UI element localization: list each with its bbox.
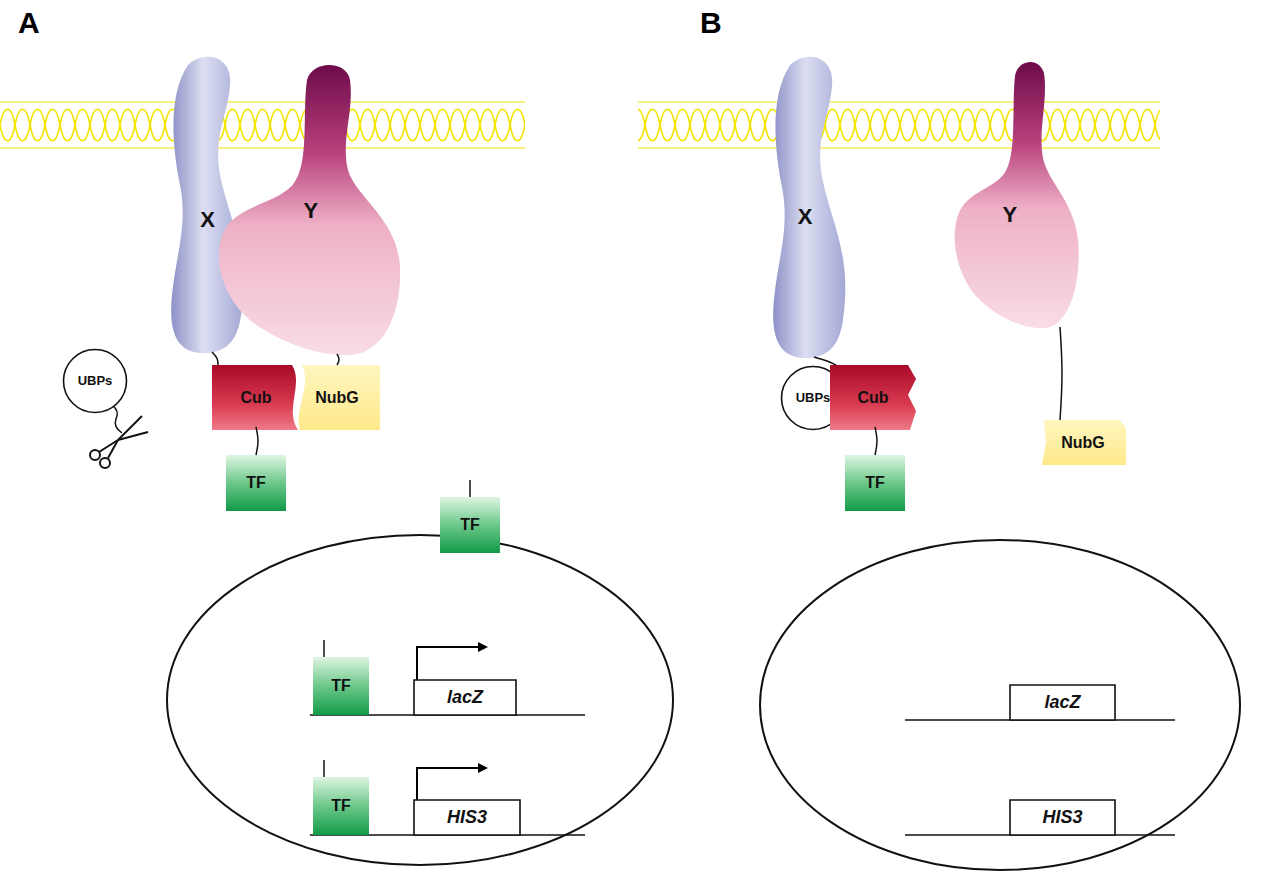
membrane-protein: X: [158, 55, 248, 355]
linker-line: [875, 427, 877, 455]
membrane-protein-shape: [171, 57, 243, 353]
node-text: HIS3: [1042, 808, 1082, 828]
ubiquitin-half: Cub: [830, 365, 916, 430]
membrane-bilayer: [638, 100, 1160, 150]
node-text: UBPs: [78, 374, 113, 388]
linker-line: [256, 427, 258, 455]
promoter-arrow: [417, 768, 480, 800]
node-text: TF: [460, 516, 480, 534]
node-text: Cub: [240, 389, 271, 407]
ubiquitin-half-shape: [830, 365, 916, 430]
ubiquitin-half: NubG: [294, 365, 380, 430]
node-label: Y: [303, 199, 318, 223]
node-label: Cub: [240, 389, 271, 407]
node-label: NubG: [315, 389, 359, 407]
linker-line: [337, 354, 339, 365]
transcription-factor: TF: [313, 657, 369, 715]
node-text: TF: [331, 677, 351, 695]
transcription-factor: TF: [440, 497, 500, 553]
reporter-gene: lacZ: [1010, 685, 1115, 720]
ubiquitin-half: Cub: [212, 365, 300, 430]
node-label: X: [798, 205, 813, 229]
node-text: lacZ: [1044, 693, 1080, 713]
membrane-protein: Y: [950, 62, 1080, 330]
reporter-gene: HIS3: [1010, 800, 1115, 835]
reporter-gene-shape: [414, 680, 516, 715]
membrane-protein: X: [760, 55, 850, 360]
node-label: UBPs: [78, 374, 113, 388]
linker-line: [814, 357, 836, 365]
transcription-factor: TF: [845, 455, 905, 511]
ubiquitin-half-shape: [212, 365, 298, 430]
node-text: TF: [246, 474, 266, 492]
node-label: HIS3: [1042, 808, 1082, 828]
node-text: HIS3: [447, 808, 487, 828]
node-label: Y: [1002, 203, 1017, 227]
node-text: TF: [331, 797, 351, 815]
node-label: NubG: [1061, 434, 1105, 452]
node-text: UBPs: [796, 391, 831, 405]
node-text: Y: [1002, 203, 1017, 227]
ubiquitin-half: NubG: [1040, 420, 1126, 465]
panel-letter: B: [700, 6, 722, 40]
membrane-protein: Y: [212, 65, 402, 357]
transcription-factor: TF: [226, 455, 286, 511]
node-text: TF: [865, 474, 885, 492]
node-text: NubG: [315, 389, 359, 407]
node-label: Cub: [857, 389, 888, 407]
transcription-factor-shape: [845, 455, 905, 511]
membrane-protein-outline: [158, 55, 248, 355]
transcription-factor-shape: [226, 455, 286, 511]
transcription-factor-shape: [440, 497, 500, 553]
factor-tail: [469, 480, 471, 497]
node-text: lacZ: [447, 688, 483, 708]
node-label: TF: [331, 797, 351, 815]
node-text: X: [200, 208, 215, 232]
node-label: TF: [246, 474, 266, 492]
linker-line: [1060, 327, 1062, 420]
reporter-gene: lacZ: [414, 680, 516, 715]
reporter-gene: HIS3: [414, 800, 520, 835]
transcription-factor: TF: [313, 777, 369, 835]
scissors-icon: [90, 416, 148, 468]
membrane-protein-outline: [950, 62, 1080, 330]
factor-tail: [323, 760, 325, 777]
linker-line: [212, 352, 218, 365]
node-label: lacZ: [1044, 693, 1080, 713]
membrane-protein-shape: [955, 62, 1079, 328]
node-label: TF: [331, 677, 351, 695]
node-text: Cub: [857, 389, 888, 407]
node-text: X: [798, 205, 813, 229]
node-label: UBPs: [796, 391, 831, 405]
reporter-gene-shape: [414, 800, 520, 835]
membrane-protein-shape: [773, 57, 845, 358]
reporter-gene-shape: [1010, 800, 1115, 835]
panel-letter: A: [18, 6, 40, 40]
transcription-factor-shape: [313, 657, 369, 715]
nucleus-outline: [167, 535, 673, 865]
membrane-protein-shape: [219, 65, 400, 355]
membrane-bilayer: [0, 100, 525, 150]
transcription-factor-shape: [313, 777, 369, 835]
ubiquitin-half-shape: [299, 365, 380, 430]
ubiquitin-half-shape: [1042, 420, 1126, 465]
enzyme-circle-shape: [64, 350, 127, 413]
promoter-arrow: [417, 647, 480, 680]
node-text: Y: [303, 199, 318, 223]
node-label: lacZ: [447, 688, 483, 708]
reporter-gene-shape: [1010, 685, 1115, 720]
node-label: TF: [865, 474, 885, 492]
node-text: NubG: [1061, 434, 1105, 452]
enzyme-circle: UBPs: [62, 348, 128, 414]
node-label: X: [200, 208, 215, 232]
enzyme-tail: [112, 405, 122, 433]
node-label: HIS3: [447, 808, 487, 828]
node-label: TF: [460, 516, 480, 534]
factor-tail: [323, 640, 325, 657]
nucleus-outline: [760, 540, 1240, 870]
